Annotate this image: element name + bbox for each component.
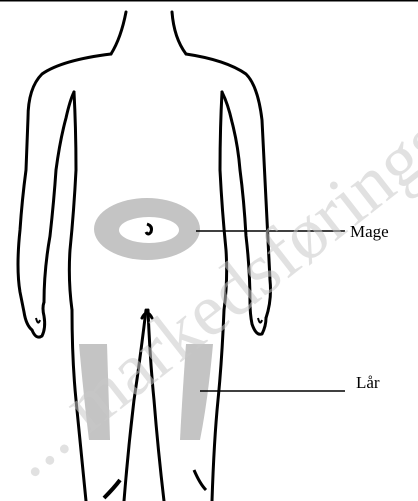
left-torso-side [69,92,76,310]
left-hand [32,302,45,337]
right-knee-mark [194,470,206,490]
thigh-label: Lår [356,373,380,392]
left-arm-outer [18,54,111,330]
left-knee-mark [104,480,120,498]
neck-right [172,12,186,54]
left-hand-detail [36,318,40,323]
neck-left [111,12,126,54]
stomach-inner-ring [119,217,179,243]
